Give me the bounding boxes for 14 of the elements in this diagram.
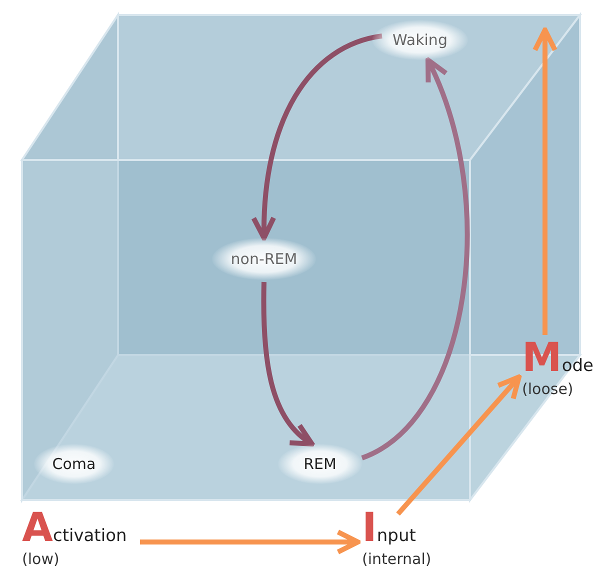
arrow <box>261 282 314 446</box>
axis-note: (loose) <box>522 380 574 398</box>
state-bubble: REM <box>278 444 362 484</box>
arrow <box>360 58 470 460</box>
axis-label: Mode <box>522 338 592 378</box>
arrow <box>252 34 382 240</box>
state-bubble: non-REM <box>212 238 316 280</box>
arrow <box>140 530 360 554</box>
axis-label: Activation <box>22 508 128 548</box>
axis-note: (low) <box>22 550 60 568</box>
state-bubble: Waking <box>372 20 468 60</box>
arrow <box>532 28 558 335</box>
axis-note: (internal) <box>362 550 432 568</box>
state-bubble: Coma <box>34 444 114 484</box>
